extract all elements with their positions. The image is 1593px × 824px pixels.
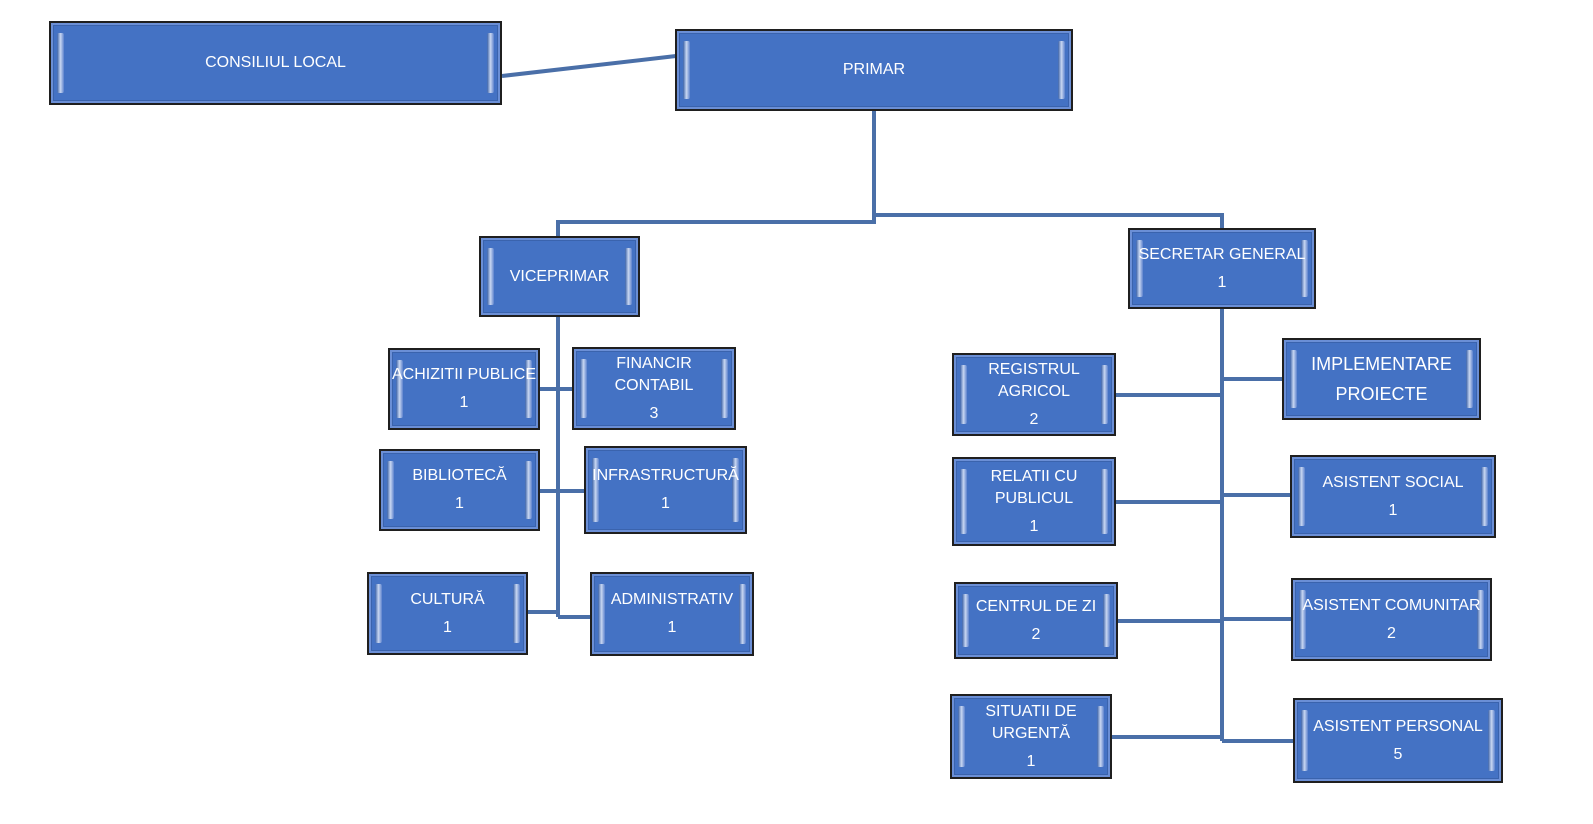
box-label: PROIECTE: [1335, 384, 1428, 404]
box-count: 1: [455, 495, 464, 512]
box-secretar-general: SECRETAR GENERAL 1: [1128, 228, 1316, 309]
box-centrul-de-zi: CENTRUL DE ZI 2: [954, 582, 1118, 659]
box-relatii-cu-publicul: RELATII CU PUBLICUL 1: [952, 457, 1116, 546]
connector-consiliul-primar: [501, 54, 677, 78]
box-label: CULTURĂ: [410, 590, 485, 608]
box-count: 1: [1026, 752, 1036, 770]
box-asistent-comunitar: ASISTENT COMUNITAR 2: [1291, 578, 1492, 661]
box-situatii-de-urgenta: SITUATII DE URGENTĂ 1: [950, 694, 1112, 779]
box-count: 1: [443, 618, 452, 636]
box-label: CONTABIL: [614, 376, 694, 394]
box-count: 1: [1388, 501, 1398, 519]
box-label: AGRICOL: [997, 382, 1070, 400]
box-count: 1: [459, 394, 469, 411]
box-label: CONSILIUL LOCAL: [205, 54, 346, 71]
connectors: [501, 54, 1295, 743]
connector-primar-secretar: [874, 213, 1224, 230]
box-achizitii-publice: ACHIZITII PUBLICE 1: [388, 348, 540, 430]
box-label: ASISTENT COMUNITAR: [1302, 596, 1481, 614]
box-cultura: CULTURĂ 1: [367, 572, 528, 655]
box-count: 1: [667, 619, 677, 636]
box-count: 3: [649, 404, 659, 422]
box-label: ASISTENT SOCIAL: [1322, 473, 1464, 491]
box-count: 1: [1029, 517, 1039, 535]
box-label: ASISTENT PERSONAL: [1313, 717, 1483, 735]
box-count: 1: [661, 495, 670, 512]
box-count: 2: [1387, 624, 1396, 642]
box-count: 1: [1217, 273, 1227, 291]
box-viceprimar: VICEPRIMAR: [479, 236, 640, 317]
connector-primar-children: [556, 110, 876, 238]
box-label: PUBLICUL: [994, 489, 1074, 507]
box-label: VICEPRIMAR: [509, 267, 610, 285]
box-biblioteca: BIBLIOTECĂ 1: [379, 449, 540, 531]
box-count: 5: [1393, 745, 1403, 763]
box-asistent-personal: ASISTENT PERSONAL 5: [1293, 698, 1503, 783]
box-label: PRIMAR: [842, 61, 906, 78]
box-label: URGENTĂ: [991, 724, 1071, 742]
box-label: CENTRUL DE ZI: [975, 597, 1097, 615]
box-consiliul-local: CONSILIUL LOCAL: [49, 21, 502, 105]
box-label: BIBLIOTECĂ: [412, 467, 507, 484]
box-label: IMPLEMENTARE: [1311, 354, 1452, 374]
box-label: REGISTRUL: [988, 360, 1080, 378]
box-administrativ: ADMINISTRATIV 1: [590, 572, 754, 656]
box-label: INFRASTRUCTURĂ: [592, 467, 739, 484]
box-count: 2: [1031, 625, 1041, 643]
box-label: SECRETAR GENERAL: [1138, 245, 1306, 263]
box-label: ACHIZITII PUBLICE: [391, 366, 537, 383]
box-label: RELATII CU: [990, 467, 1078, 485]
box-count: 2: [1029, 410, 1039, 428]
box-infrastructura: INFRASTRUCTURĂ 1: [584, 446, 747, 534]
box-primar: PRIMAR: [675, 29, 1073, 111]
box-label: FINANCIR: [616, 354, 692, 372]
box-registrul-agricol: REGISTRUL AGRICOL 2: [952, 353, 1116, 436]
box-asistent-social: ASISTENT SOCIAL 1: [1290, 455, 1496, 538]
box-label: SITUATII DE: [985, 702, 1077, 720]
box-financiar-contabil: FINANCIR CONTABIL 3: [572, 347, 736, 430]
box-implementare-proiecte: IMPLEMENTARE PROIECTE: [1282, 338, 1481, 420]
box-label: ADMINISTRATIV: [610, 591, 734, 608]
